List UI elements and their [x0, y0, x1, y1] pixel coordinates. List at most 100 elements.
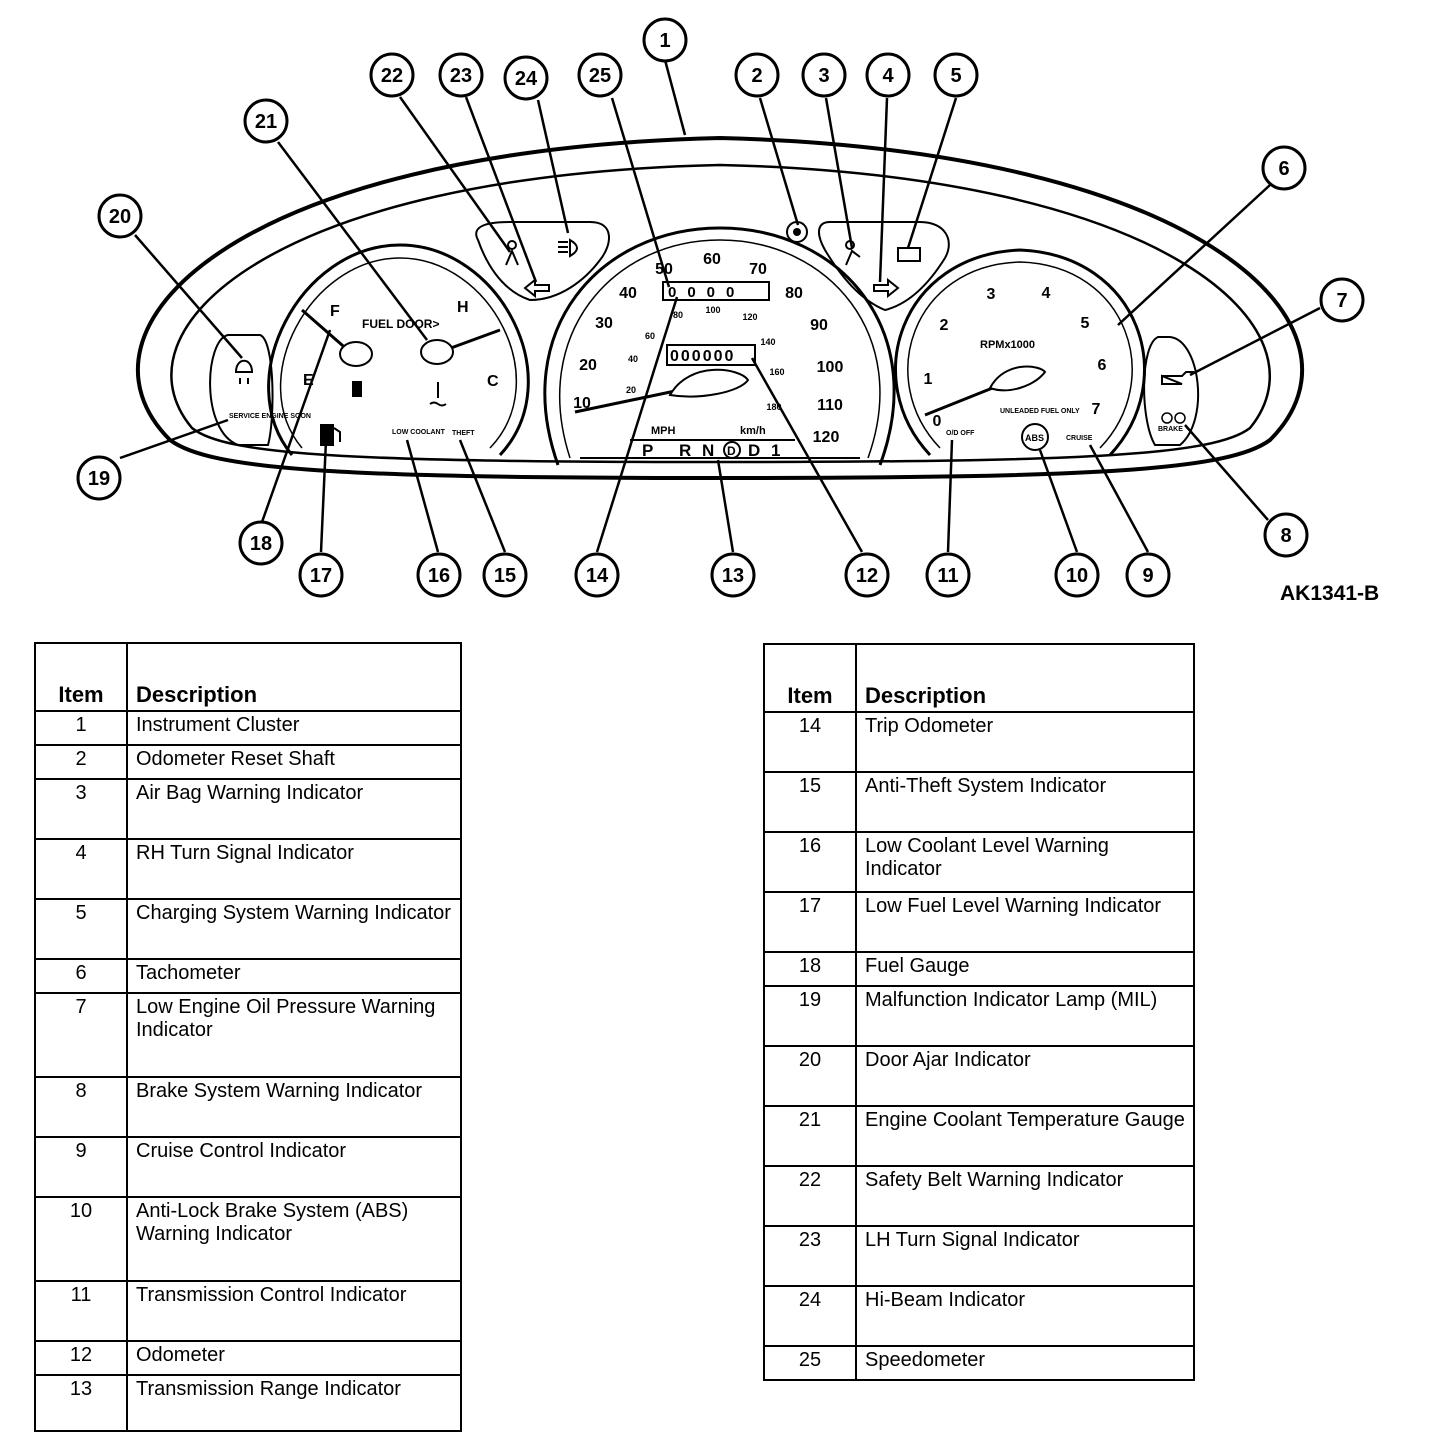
legend-item-number: 13	[34, 1374, 128, 1432]
brake-label: BRAKE	[1158, 426, 1183, 433]
callout-11: 11	[925, 552, 971, 598]
left-indicator-pod	[475, 221, 610, 302]
legend-item-number: 21	[763, 1105, 857, 1167]
legend-item-description: RH Turn Signal Indicator	[126, 838, 462, 900]
callout-7: 7	[1319, 277, 1365, 323]
speed-tick-label: 70	[749, 261, 767, 278]
callout-9: 9	[1125, 552, 1171, 598]
legend-item-number: 3	[34, 778, 128, 840]
air-bag-icon	[845, 240, 861, 266]
legend-item-number: 2	[34, 744, 128, 780]
legend-item-description: Anti-Lock Brake System (ABS) Warning Ind…	[126, 1196, 462, 1282]
callout-number: 23	[450, 65, 472, 87]
callout-13: 13	[710, 552, 756, 598]
fuel-needle	[301, 308, 373, 367]
callout-19: 19	[76, 455, 122, 501]
legend-item-number: 25	[763, 1345, 857, 1381]
callout-number: 12	[856, 565, 878, 587]
temp-cold-mark: C	[487, 373, 499, 390]
legend-item-description: Safety Belt Warning Indicator	[855, 1165, 1195, 1227]
callout-number: 11	[937, 565, 958, 587]
description-header: Description	[126, 642, 462, 712]
prnd-n: N	[702, 441, 714, 460]
legend-item-number: 17	[763, 891, 857, 953]
callout-number: 22	[381, 65, 403, 87]
prnd-overdrive: D	[727, 444, 736, 458]
callout-number: 6	[1278, 158, 1289, 180]
kmh-tick-label: 120	[742, 312, 757, 322]
legend-item-number: 18	[763, 951, 857, 987]
speed-tick-label: 40	[619, 285, 637, 302]
trip-odometer-digits: 0000	[668, 284, 745, 301]
low-fuel-icon	[320, 424, 341, 446]
kmh-tick-label: 20	[626, 385, 636, 395]
rpm-tick-label: 7	[1092, 401, 1101, 418]
legend-item-number: 10	[34, 1196, 128, 1282]
callout-number: 8	[1280, 525, 1291, 547]
rpm-tick-label: 1	[924, 371, 933, 388]
legend-item-description: Brake System Warning Indicator	[126, 1076, 462, 1138]
right-warning-pod	[1143, 336, 1200, 446]
callout-number: 16	[428, 565, 450, 587]
temp-needle	[420, 328, 501, 365]
kmh-tick-label: 100	[705, 305, 720, 315]
legend-item-description: Low Engine Oil Pressure Warning Indicato…	[126, 992, 462, 1078]
description-header: Description	[855, 643, 1195, 713]
instrument-cluster-diagram: FUEL DOOR> F E H C LOW COOLANT THEFT SER…	[76, 17, 1365, 598]
prnd-p: P	[642, 441, 653, 460]
rpm-tick-label: 5	[1081, 315, 1090, 332]
callout-number: 5	[950, 65, 961, 87]
legend-header-row: Item Description	[763, 643, 1195, 713]
legend-item-number: 16	[763, 831, 857, 893]
temp-hot-mark: H	[457, 299, 469, 316]
legend-item-description: Transmission Control Indicator	[126, 1280, 462, 1342]
prnd-d: D	[748, 441, 760, 460]
speedometer-needle	[574, 368, 750, 414]
rpm-label: RPMx1000	[980, 339, 1035, 351]
callout-number: 9	[1142, 565, 1153, 587]
callout-number: 3	[818, 65, 829, 87]
mph-label: MPH	[651, 425, 676, 437]
kmh-tick-label: 160	[769, 367, 784, 377]
legend-item-description: Low Coolant Level Warning Indicator	[855, 831, 1195, 893]
speed-tick-label: 90	[810, 317, 828, 334]
legend-item-number: 11	[34, 1280, 128, 1342]
legend-item-number: 22	[763, 1165, 857, 1227]
prnd-r: R	[679, 441, 691, 460]
callout-number: 10	[1066, 565, 1088, 587]
kmh-label: km/h	[740, 425, 766, 437]
legend-item-description: LH Turn Signal Indicator	[855, 1225, 1195, 1287]
prnd-strip: P R N D D 1	[580, 439, 860, 460]
speed-tick-label: 110	[817, 397, 843, 414]
speed-tick-label: 100	[817, 359, 844, 376]
callout-25: 25	[577, 52, 623, 98]
legend-item-description: Tachometer	[126, 958, 462, 994]
legend-item-description: Low Fuel Level Warning Indicator	[855, 891, 1195, 953]
figure-id: AK1341-B	[1280, 582, 1380, 605]
legend-item-description: Air Bag Warning Indicator	[126, 778, 462, 840]
callout-number: 19	[88, 468, 110, 490]
callout-number: 18	[250, 533, 272, 555]
abs-indicator: ABS	[1021, 423, 1049, 451]
legend-item-description: Door Ajar Indicator	[855, 1045, 1195, 1107]
rh-turn-arrow-icon	[873, 277, 900, 299]
door-ajar-icon	[234, 359, 254, 384]
rpm-tick-label: 6	[1098, 357, 1107, 374]
legend-item-number: 23	[763, 1225, 857, 1287]
leader-lines	[119, 59, 1321, 553]
right-indicator-pod	[818, 221, 950, 312]
